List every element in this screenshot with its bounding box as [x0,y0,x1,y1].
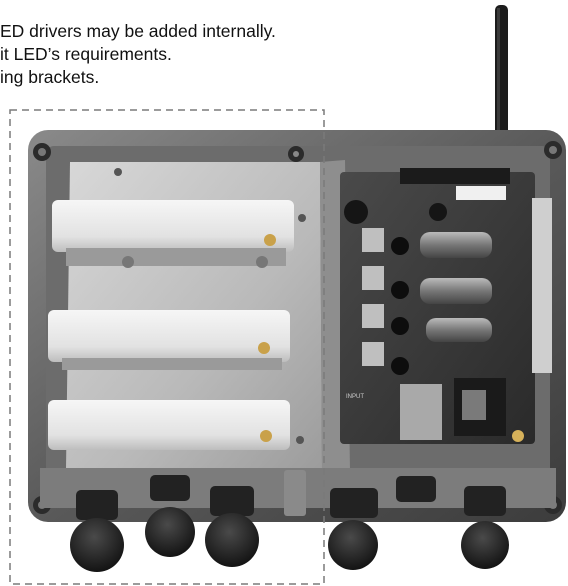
cable-gland-6 [396,476,436,502]
control-board: INPUT [340,168,552,444]
cable-gland-7 [461,486,509,569]
dashed-outline [9,109,325,585]
cable-gland-2 [145,475,195,557]
caption-line-3: ing brackets. [0,67,100,87]
caption-line-1: ED drivers may be added internally. [0,21,276,41]
led-driver-2 [48,310,290,370]
cable-gland-4 [284,470,306,516]
cable-gland-5 [328,488,378,570]
cable-gland-1 [70,490,124,572]
led-driver-1 [52,200,294,268]
caption-text: ED drivers may be added internally. it L… [0,20,276,89]
cable-gland-3 [205,486,259,567]
led-driver-3 [48,400,290,450]
board-input-label: INPUT [346,394,364,400]
caption-line-2: it LED’s requirements. [0,44,172,64]
